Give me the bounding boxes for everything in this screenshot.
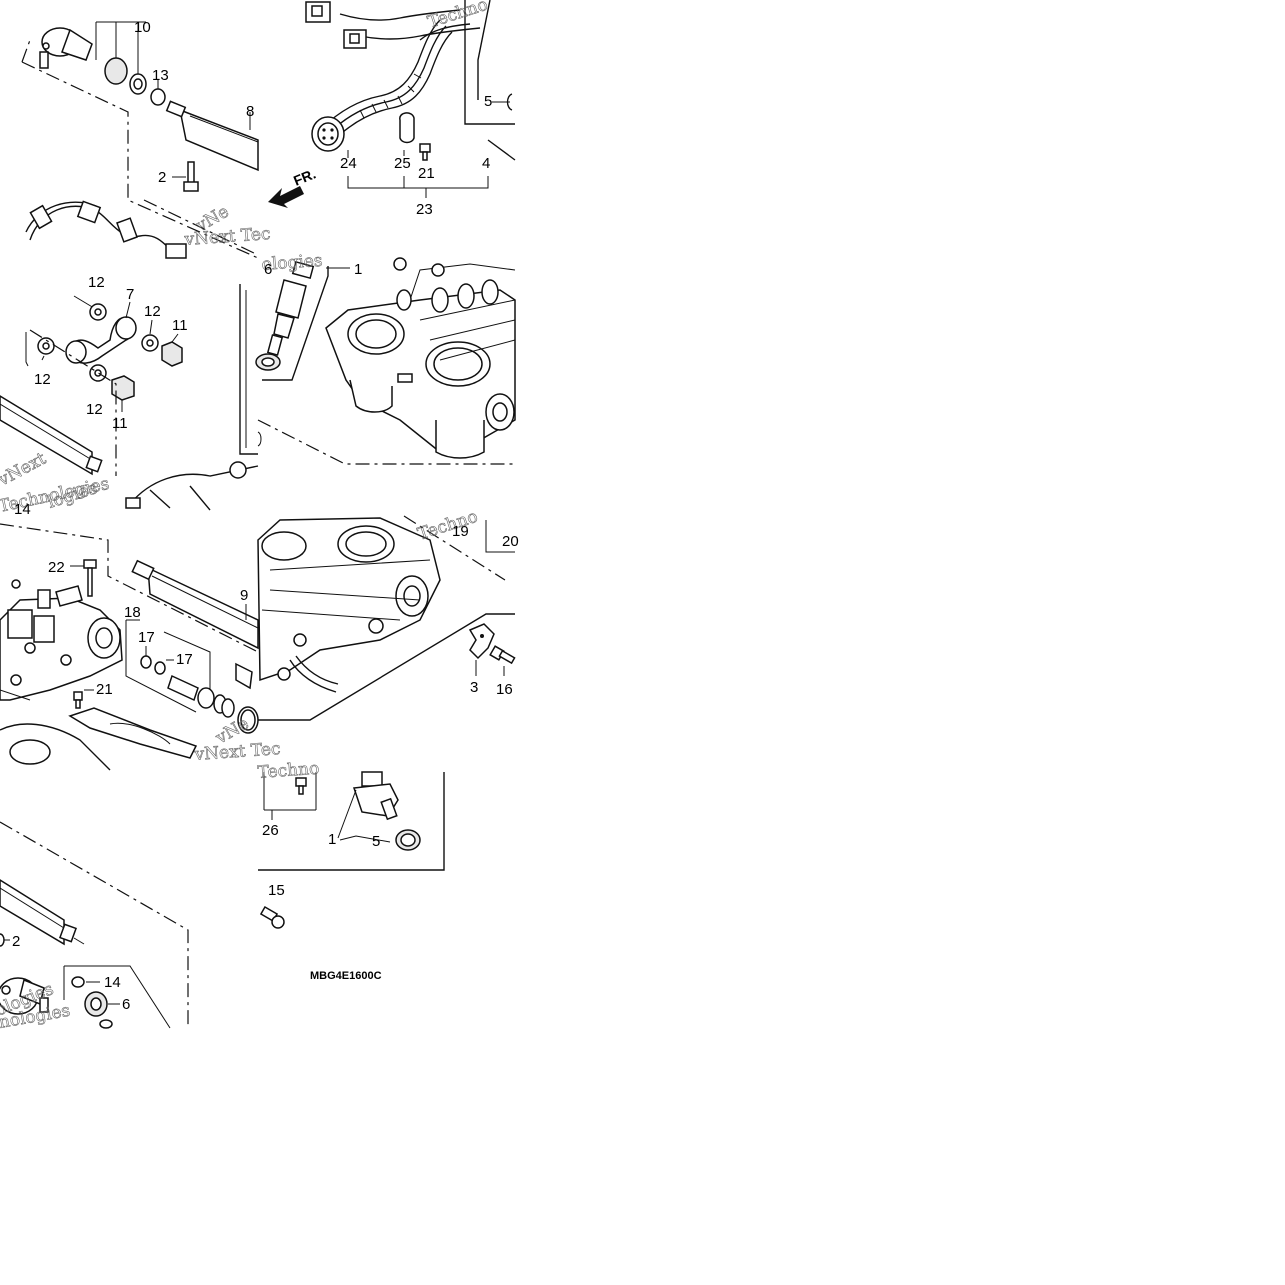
o-ring-part (140, 655, 152, 669)
callout-number: 14 (104, 974, 121, 991)
drawing-code: MBG4E1600C (310, 970, 382, 982)
watermark-text: vNext Tec (193, 739, 281, 765)
callout-number: 24 (340, 155, 357, 172)
callout-numbers: 10 13 8 2 5 24 25 21 4 23 12 7 12 11 12 … (12, 19, 519, 1013)
callout-number: 4 (482, 155, 490, 172)
fuel-rail-part (0, 879, 85, 946)
callout-number: 16 (496, 681, 513, 698)
tile-throttle-underside: Techno (257, 506, 516, 721)
watermark-text: Techno (425, 0, 490, 33)
injector-part (352, 771, 399, 821)
callout-number: 21 (418, 165, 435, 182)
watermark-text: Techno (257, 759, 320, 783)
throttle-body-part (325, 257, 516, 459)
callout-number: 21 (96, 681, 113, 698)
callout-number: 17 (176, 651, 193, 668)
callout-number: 9 (240, 587, 248, 604)
callout-number: 25 (394, 155, 411, 172)
gasket-part (68, 707, 198, 759)
screw-part (73, 691, 83, 709)
tile-regulator-rail: vNext Tec vNe (21, 21, 271, 259)
callout-number: 11 (172, 317, 188, 334)
bolt-part (83, 559, 97, 597)
callout-number: 11 (112, 415, 128, 432)
tile-rail-bottom: ologies nologies (0, 821, 189, 1033)
injector-part (266, 260, 315, 356)
bolt-part (183, 161, 199, 192)
callout-number: 15 (268, 882, 285, 899)
washer-part (150, 88, 166, 106)
callout-number: 12 (86, 401, 103, 418)
tile-injector-rail: vNext Tec vNe (0, 523, 281, 771)
callout-number: 19 (452, 523, 469, 540)
callout-number: 6 (122, 996, 130, 1013)
o-ring-part (71, 976, 85, 988)
clip-part (468, 623, 495, 660)
throttle-body-part (0, 579, 123, 701)
fuel-rail-part (0, 395, 103, 476)
callout-number: 17 (138, 629, 155, 646)
pressure-regulator-part (0, 977, 49, 1015)
front-direction-arrow: FR. (268, 165, 318, 208)
fuel-rail-part (165, 100, 259, 172)
callout-number: 26 (262, 822, 279, 839)
callout-number: 12 (34, 371, 51, 388)
callout-number: 3 (470, 679, 478, 696)
callout-number: 10 (134, 19, 151, 36)
screw-part (295, 777, 307, 795)
tile-wire-harness: FR. Techno (268, 0, 516, 208)
callout-number: 12 (88, 274, 105, 291)
callout-number: 2 (158, 169, 166, 186)
round-connector-part (311, 116, 345, 152)
bolt-part (489, 645, 516, 665)
watermark-text: Techno (415, 507, 480, 545)
watermark-text: ologies (261, 251, 323, 275)
callout-number: 13 (152, 67, 169, 84)
callout-number: 20 (502, 533, 519, 550)
watermark-text: vNext Tec (183, 224, 271, 250)
callout-number: 7 (126, 286, 134, 303)
callout-number: 2 (12, 933, 20, 950)
callout-number: 22 (48, 559, 65, 576)
collar-part (104, 57, 128, 85)
front-direction-label: FR. (291, 165, 318, 188)
throttle-body-part (257, 517, 441, 693)
callout-number: 18 (124, 604, 141, 621)
callout-number: 5 (372, 833, 380, 850)
connector-part (305, 1, 367, 49)
screw-part (419, 143, 431, 161)
tile-throttle-body: ologies (239, 250, 516, 465)
tile-feed-pipe: vNext Technologies logies (0, 295, 259, 517)
callout-number: 1 (328, 831, 336, 848)
watermark-text: vNext (0, 449, 49, 491)
bolt-part (259, 906, 285, 929)
callout-number: 14 (14, 501, 31, 518)
fuel-rail-part (131, 559, 259, 690)
sensor-part (167, 674, 235, 718)
callout-number: 23 (416, 201, 433, 218)
feed-pipe-part (65, 316, 137, 364)
callout-number: 5 (484, 93, 492, 110)
callout-number: 12 (144, 303, 161, 320)
callout-number: 8 (246, 103, 254, 120)
cap-nut-part (161, 341, 183, 367)
clamp-part (399, 112, 415, 144)
pressure-regulator-part (39, 27, 93, 69)
callout-number: 6 (264, 261, 272, 278)
tile-injector-bottom: Techno MBG4E1600C (257, 758, 445, 982)
callout-number: 1 (354, 261, 362, 278)
